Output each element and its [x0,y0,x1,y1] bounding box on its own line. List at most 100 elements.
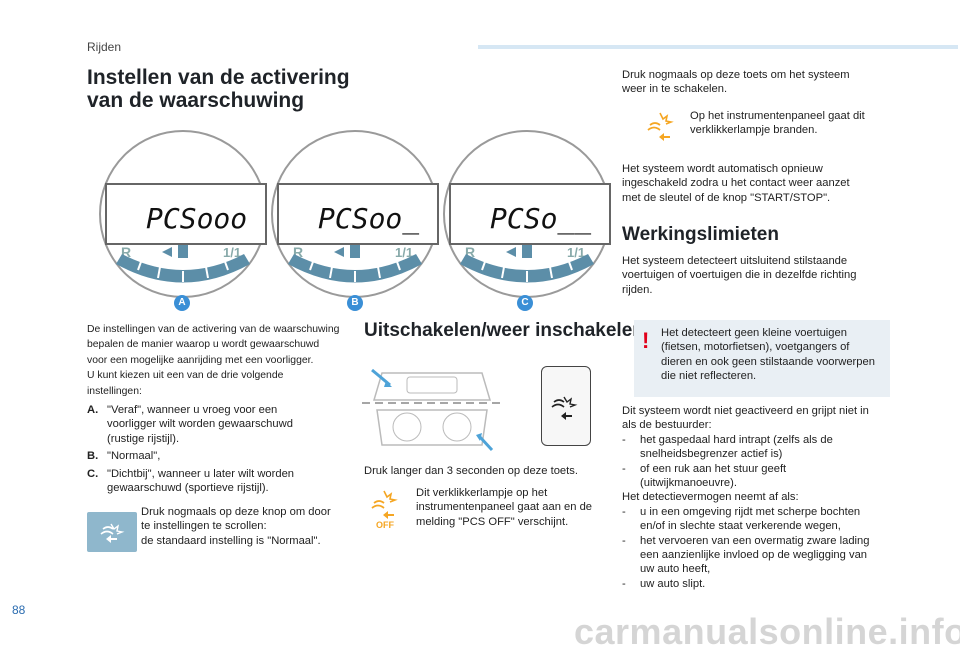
bullet-dash: - [622,505,626,518]
text-line: of een ruk aan het stuur geeft [640,462,787,475]
list-item: - het gaspedaal hard intrapt (zelfs als … [622,433,912,462]
text-line: U kunt kiezen uit een van de drie volgen… [87,370,284,382]
list-item: - uw auto slipt. [622,577,912,591]
text-line: Het detecteert geen kleine voertuigen [661,327,847,339]
long-press-caption: Druk langer dan 3 seconden op deze toets… [364,465,578,477]
warning-note-box [634,320,890,397]
section-title-limits: Werkingslimieten [622,224,779,245]
bullet-dash: - [622,534,626,547]
section-title-activation: Instellen van de activering van de waars… [87,66,350,112]
list-item: - u in een omgeving rijdt met scherpe bo… [622,505,912,534]
option-text: "Veraf", wanneer u vroeg voor een voorli… [107,403,347,446]
text-line: melding "PCS OFF" verschijnt. [416,515,569,528]
gauge-fraction-label: 1/1 [223,245,241,260]
text-line: Druk nogmaals op deze toets om het syste… [622,69,850,81]
text-line: (uitwijkmanoeuvre). [640,477,737,490]
option-text: "Dichtbij", wanneer u later wilt worden … [107,467,347,496]
text-line: met de sleutel of de knop "START/STOP". [622,191,831,204]
text-line: instrumentenpaneel gaat aan en de [416,501,593,514]
text-line: u in een omgeving rijdt met scherpe boch… [640,505,861,518]
option-text: "Normaal", [107,449,347,463]
section-header: Rijden [87,40,122,54]
bullet-dash: - [622,577,626,590]
text-line: te instellingen te scrollen: [141,520,267,533]
text-line: verklikkerlampje branden. [690,124,818,137]
intro-paragraph: De instellingen van de activering van de… [87,322,347,399]
display-readout: PCSooo [146,202,247,235]
auto-reactivate-text: Het systeem wordt automatisch opnieuw in… [622,162,912,205]
marker-b: B [347,295,363,311]
gauge-reverse-label: R [121,244,131,260]
option-a: A. "Veraf", wanneer u vroeg voor een voo… [87,403,347,446]
text-line: voorligger wilt worden gewaarschuwd [107,418,293,431]
pcs-active-warning-lamp [640,108,688,146]
option-key: A. [87,404,99,416]
text-line: het vervoeren van een overmatig zware la… [640,534,870,547]
display-readout: PCSo__ [490,202,591,236]
warning-note-text: Het detecteert geen kleine voertuigen (f… [661,326,891,384]
gauge-display-b: PCSoo_ R 1/1 [270,126,440,306]
list-item: - het vervoeren van een overmatig zware … [622,534,912,577]
list-item: - of een ruk aan het stuur geeft (uitwij… [622,462,912,491]
marker-a: A [174,295,190,311]
text-line: "Veraf", wanneer u vroeg voor een [107,404,278,416]
section-title-disable: Uitschakelen/weer inschakelen [364,320,644,341]
gauge-display-c: PCSo__ R 1/1 [442,126,612,306]
not-active-conditions: Dit systeem wordt niet geactiveerd en gr… [622,404,912,591]
option-key: C. [87,467,99,480]
dashboard-illustration [362,365,502,460]
text-line: bepalen de manier waarop u wordt gewaars… [87,339,320,351]
text-line: De instellingen van de activering van de… [87,324,340,335]
text-line: Het systeem wordt automatisch opnieuw [622,163,823,175]
text-line: het gaspedaal hard intrapt (zelfs als de [640,433,833,446]
text-line: Het detectievermogen neemt af als: [622,491,799,504]
text-line: uw auto slipt. [640,577,706,590]
pcs-off-warning-lamp: OFF [364,486,412,532]
gauge-c-illustration: PCSo__ R 1/1 [443,130,611,298]
pcs-button-icon [87,512,137,552]
gauge-b-illustration: PCSoo_ R 1/1 [271,130,439,298]
text-line: "Normaal", [107,450,161,463]
text-line: instellingen: [87,385,142,397]
gauge-fraction-label: 1/1 [567,245,585,260]
display-readout: PCSoo_ [318,202,419,236]
text-line: Dit verklikkerlampje op het [416,487,548,499]
option-c: C. "Dichtbij", wanneer u later wilt word… [87,467,347,496]
gauge-fraction-label: 1/1 [395,245,413,260]
gauge-reverse-label: R [465,244,475,260]
text-line: als de bestuurder: [622,419,712,432]
text-line: (fietsen, motorfietsen), voetgangers of [661,341,850,354]
pcs-off-lamp-text: Dit verklikkerlampje op het instrumenten… [416,486,616,529]
text-line: dieren en ook geen stilstaande voorwerpe… [661,355,875,368]
page-number: 88 [12,603,26,617]
pcs-off-icon [551,396,578,420]
text-line: Druk nogmaals op deze knop om door [141,506,331,518]
text-line: de standaard instelling is "Normaal". [141,534,321,547]
watermark: carmanualsonline.info [574,611,960,652]
lamp-on-text: Op het instrumentenpaneel gaat dit verkl… [690,109,890,138]
text-line: Dit systeem wordt niet geactiveerd en gr… [622,405,869,417]
text-line: rijden. [622,283,653,296]
text-line: voor een mogelijke aanrijding met een vo… [87,354,314,366]
text-line: voertuigen of voertuigen die in dezelfde… [622,269,857,282]
gauge-reverse-label: R [293,244,303,260]
text-line: en/of in slechte staat verkerende wegen, [640,520,841,533]
scroll-instructions: Druk nogmaals op deze knop om door te in… [141,505,356,548]
limits-text: Het systeem detecteert uitsluitend stils… [622,254,912,297]
text-line: weer in te schakelen. [622,83,728,96]
text-line: "Dichtbij", wanneer u later wilt worden [107,467,295,480]
option-key: B. [87,450,99,463]
text-line: Het systeem detecteert uitsluitend stils… [622,255,848,267]
pcs-toggle-button[interactable] [541,366,591,446]
text-line: (rustige rijstijl). [107,432,180,445]
header-bar [478,45,958,49]
bullet-dash: - [622,462,626,475]
options-list: A. "Veraf", wanneer u vroeg voor een voo… [87,403,347,495]
text-line: uw auto heeft, [640,563,711,576]
gauge-a-illustration: PCSooo R 1/1 [99,130,267,298]
off-label: OFF [376,520,394,530]
marker-c: C [517,295,533,311]
gauge-display-a: PCSooo R 1/1 [98,126,268,306]
text-line: gewaarschuwd (sportieve rijstijl). [107,482,269,495]
text-line: Op het instrumentenpaneel gaat dit [690,110,865,122]
